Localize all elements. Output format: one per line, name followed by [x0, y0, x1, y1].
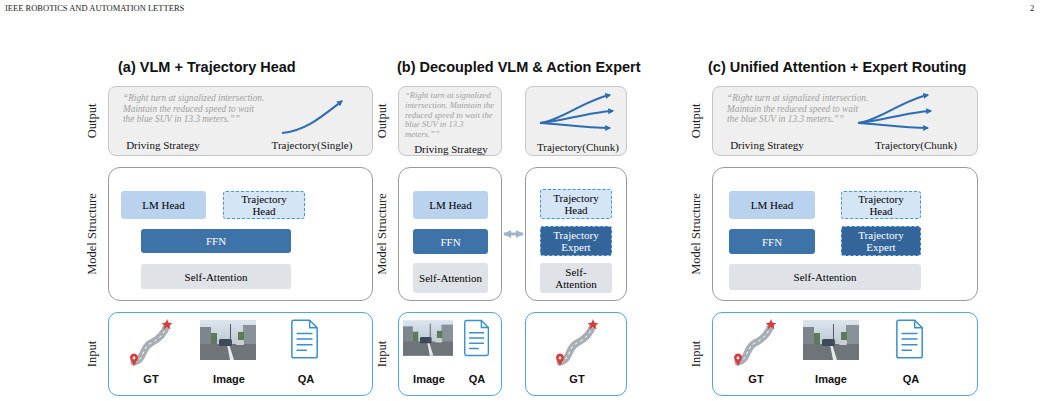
input-box: InputGTImageQA — [108, 312, 373, 396]
trajectory-curve — [282, 101, 342, 133]
camera-image — [803, 320, 859, 360]
ffn-block: FFN — [413, 229, 488, 254]
trajectory-head-block: Trajectory Head — [223, 191, 305, 219]
output-label: Trajectory(Single) — [257, 139, 367, 151]
self-attention-block: Self-Attention — [729, 264, 921, 290]
trajectory-expert-block: Trajectory Expert — [841, 226, 921, 256]
side-label: Input — [375, 341, 390, 367]
block-label: Trajectory Head — [224, 193, 304, 217]
lm-head-block: LM Head — [413, 191, 488, 219]
input-box: InputImageQA — [398, 312, 502, 396]
side-label: Output — [85, 104, 100, 139]
trajectory-head-block: Trajectory Head — [540, 189, 612, 219]
input-box: InputGTImageQA — [712, 312, 978, 396]
side-label: Model Structure — [689, 193, 704, 275]
self-attention-block: Self-Attention — [413, 263, 488, 293]
panel-title: (c) Unified Attention + Expert Routing — [708, 59, 966, 75]
self-attention-block: Self-Attention — [141, 264, 291, 289]
input-label: GT — [557, 373, 597, 385]
document-icon — [897, 320, 922, 358]
block-label: Trajectory Expert — [541, 229, 611, 253]
trajectory-curve — [540, 123, 610, 128]
side-label: Output — [689, 104, 704, 139]
trajectory-head-block: Trajectory Head — [841, 191, 921, 219]
trajectory-expert-block: Trajectory Expert — [540, 226, 612, 256]
side-label: Input — [85, 341, 100, 367]
trajectory-curve — [858, 123, 928, 128]
block-label: Self-Attention — [413, 272, 488, 284]
trajectory-icon — [556, 319, 599, 366]
block-label: Trajectory Head — [541, 192, 611, 216]
trajectory-icon — [130, 319, 173, 366]
input-label: Image — [806, 373, 856, 385]
double-arrow — [504, 233, 523, 236]
output-label: Driving Strategy — [401, 143, 501, 155]
model-structure-box: Model StructureLM HeadTrajectory HeadFFN… — [712, 167, 978, 301]
side-label: Model Structure — [85, 193, 100, 275]
block-label: FFN — [756, 236, 788, 248]
side-label: Model Structure — [375, 193, 390, 275]
input-label: QA — [286, 373, 326, 385]
block-label: LM Head — [745, 199, 799, 211]
output-label: Trajectory(Chunk) — [530, 141, 626, 153]
ffn-block: FFN — [729, 229, 815, 254]
strategy-quote: “Right turn at signalized intersection. … — [727, 93, 869, 125]
page-number: 2 — [1030, 3, 1034, 13]
camera-image — [200, 320, 256, 360]
lm-head-block: LM Head — [121, 191, 206, 219]
input-label: QA — [891, 373, 931, 385]
trajectory-curve — [858, 95, 928, 123]
trajectory-icon — [734, 319, 777, 366]
trajectory-curve — [540, 111, 613, 123]
input-label: GT — [131, 373, 171, 385]
block-label: Trajectory Expert — [842, 229, 920, 253]
panel-title: (b) Decoupled VLM & Action Expert — [397, 59, 641, 75]
ffn-block: FFN — [141, 229, 291, 253]
strategy-quote: “Right turn at signalized intersection. … — [123, 93, 265, 125]
input-label: GT — [736, 373, 776, 385]
block-label: FFN — [200, 235, 232, 247]
block-label: Self-Attention — [179, 271, 254, 283]
panel-title: (a) VLM + Trajectory Head — [118, 59, 296, 75]
output-box: Output“Right turn at signalized intersec… — [398, 86, 502, 156]
document-icon — [465, 321, 489, 356]
block-label: FFN — [434, 236, 466, 248]
output-box: Trajectory(Chunk) — [525, 86, 627, 156]
block-label: LM Head — [136, 199, 190, 211]
lm-head-block: LM Head — [729, 191, 815, 219]
output-label: Trajectory(Chunk) — [861, 139, 971, 151]
model-structure-box: Trajectory HeadTrajectory ExpertSelf-Att… — [525, 167, 627, 301]
output-box: Output“Right turn at signalized intersec… — [108, 86, 373, 156]
side-label: Input — [689, 341, 704, 367]
running-header: IEEE ROBOTICS AND AUTOMATION LETTERS — [5, 3, 184, 13]
input-label: QA — [459, 373, 495, 385]
document-icon — [292, 320, 317, 358]
side-label: Output — [375, 104, 390, 139]
input-label: Image — [204, 373, 254, 385]
camera-image — [403, 320, 453, 356]
block-label: LM Head — [423, 199, 477, 211]
block-label: Trajectory Head — [842, 193, 920, 217]
block-label: Self-Attention — [540, 266, 612, 290]
model-structure-box: Model StructureLM HeadFFNSelf-Attention — [398, 167, 502, 301]
strategy-quote: “Right turn at signalized intersection. … — [405, 91, 497, 140]
trajectory-curve — [540, 95, 610, 123]
output-box: Output“Right turn at signalized intersec… — [712, 86, 978, 156]
trajectory-curve — [858, 111, 931, 123]
block-label: Self-Attention — [788, 271, 863, 283]
input-box: GT — [525, 312, 627, 396]
input-label: Image — [404, 373, 454, 385]
output-label: Driving Strategy — [113, 139, 213, 151]
self-attention-block: Self-Attention — [540, 263, 612, 293]
model-structure-box: Model StructureLM HeadTrajectory HeadFFN… — [108, 167, 373, 301]
output-label: Driving Strategy — [717, 139, 817, 151]
